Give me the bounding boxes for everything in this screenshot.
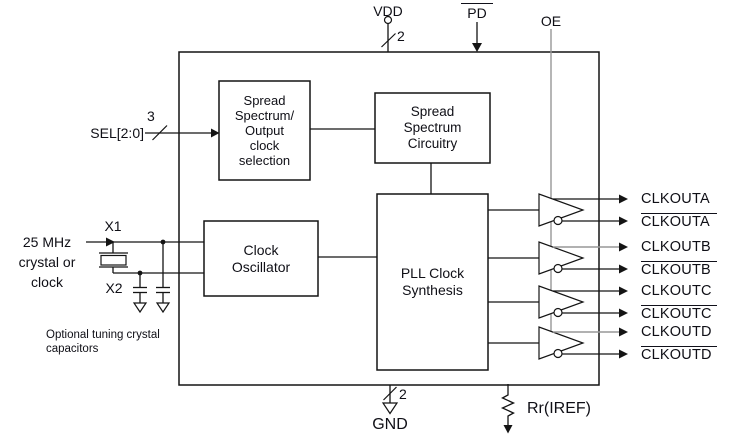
clkouta-n-arrowhead — [619, 216, 628, 226]
capacitor-1 — [132, 273, 148, 314]
clkoutc-n-arrowhead — [619, 308, 628, 318]
clkoutb-arrowhead — [619, 242, 628, 252]
clkoutb-n-label: CLKOUTB — [641, 261, 717, 278]
inverter-bubble-c — [553, 307, 563, 318]
clkoutb-label: CLKOUTB — [641, 239, 711, 255]
inverter-bubble-d — [553, 348, 563, 359]
pll-label: PLL Clock Synthesis — [400, 265, 465, 298]
crystal-note: Optional tuning crystal capacitors — [46, 329, 160, 355]
vdd-bus-width: 2 — [397, 28, 405, 44]
output-buffer-b — [538, 241, 628, 275]
oe-pin-label: OE — [540, 13, 562, 29]
x1-arrowhead — [106, 237, 115, 247]
pd-pin-label: PD — [461, 3, 493, 21]
vdd-pin-label: VDD — [373, 3, 403, 19]
output-buffer-a — [538, 193, 628, 227]
gnd-pin — [381, 385, 399, 415]
gnd-pin-label: GND — [372, 416, 408, 433]
clkoutc-n-label: CLKOUTC — [641, 305, 717, 322]
crystal-network — [86, 237, 204, 314]
ground-symbol-1 — [132, 302, 148, 314]
inverter-bubble-a — [553, 215, 563, 226]
clkouta-arrowhead — [619, 194, 628, 204]
ground-symbol-2 — [155, 302, 171, 314]
resistor-symbol — [500, 384, 516, 426]
output-buffer-d — [538, 326, 628, 360]
vdd-pin — [381, 15, 396, 52]
sel-block-rect — [218, 80, 311, 181]
pd-arrowhead — [472, 43, 482, 52]
ss-circuitry-label: Spread Spectrum Circuitry — [403, 104, 462, 151]
sel-arrowhead — [211, 128, 220, 138]
gnd-bus-width: 2 — [399, 386, 407, 402]
pll-rect — [376, 193, 489, 371]
inverter-bubble-b — [553, 263, 563, 274]
sel-bus-width: 3 — [147, 108, 155, 124]
sel-block-label: Spread Spectrum/ Output clock selection — [234, 93, 295, 168]
clkoutc-arrowhead — [619, 286, 628, 296]
vdd-bus-slash — [381, 33, 396, 48]
clkoutc-label: CLKOUTC — [641, 283, 712, 299]
sel-bus-slash — [152, 125, 168, 141]
clkoutd-arrowhead — [619, 327, 628, 337]
gnd-bus-slash — [383, 386, 397, 401]
crystal-symbol — [99, 242, 128, 273]
sel-input — [145, 125, 220, 141]
x2-pin-label: X2 — [105, 280, 123, 296]
clkoutd-label: CLKOUTD — [641, 324, 712, 340]
pll-to-buffer-wires — [488, 209, 539, 344]
clock-source-label: 25 MHz crystal or clock — [18, 234, 76, 290]
iref-arrowhead — [503, 425, 513, 434]
capacitor-2 — [155, 242, 171, 314]
pd-pin — [472, 22, 482, 52]
output-buffer-c — [538, 285, 628, 319]
clkoutb-n-arrowhead — [619, 264, 628, 274]
clock-oscillator-rect — [203, 220, 319, 297]
ss-circuitry-rect — [374, 92, 491, 164]
x1-pin-label: X1 — [104, 218, 122, 234]
gnd-symbol — [381, 402, 399, 415]
vdd-terminal-circle — [383, 15, 393, 25]
iref-pin-label: Rr(IREF) — [527, 400, 591, 417]
clkouta-label: CLKOUTA — [641, 191, 710, 207]
clkoutd-n-label: CLKOUTD — [641, 346, 717, 363]
sel-pin-label: SEL[2:0] — [90, 125, 144, 141]
iref-pin — [500, 384, 516, 434]
clkouta-n-label: CLKOUTA — [641, 213, 717, 230]
clock-oscillator-label: Clock Oscillator — [231, 241, 291, 275]
clkoutd-n-arrowhead — [619, 349, 628, 359]
